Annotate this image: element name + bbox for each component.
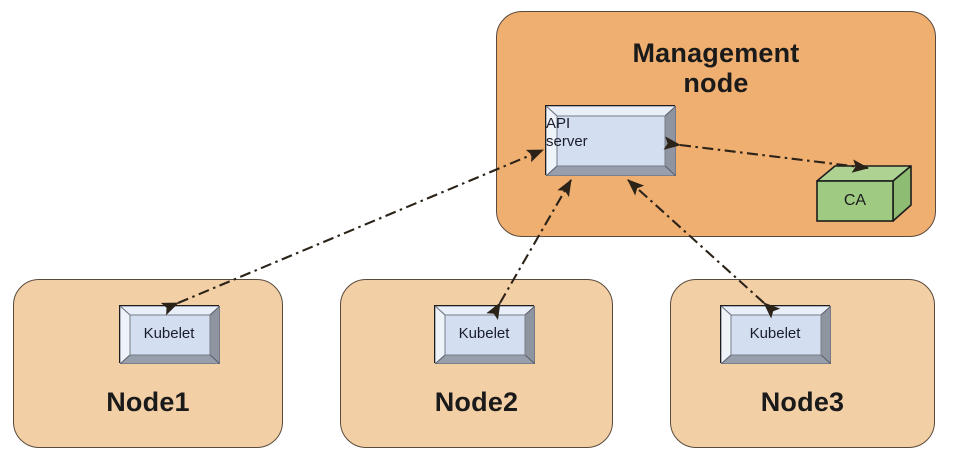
api-server-box[interactable]: API server — [545, 105, 676, 176]
kubelet-box-1[interactable]: Kubelet — [119, 305, 220, 364]
kubelet-label-2: Kubelet — [458, 325, 510, 343]
management-node-title: Management node — [497, 38, 935, 98]
node-label-1: Node1 — [106, 386, 190, 417]
node-label-2: Node2 — [434, 386, 519, 417]
ca-label: CA — [843, 192, 867, 209]
api-server-label-line1: API — [546, 115, 571, 132]
kubelet-label-1: Kubelet — [143, 325, 195, 343]
kubelet-box-3[interactable]: Kubelet — [720, 305, 831, 364]
api-server-label-line2: server — [546, 132, 588, 150]
kubelet-box-2[interactable]: Kubelet — [434, 305, 535, 364]
management-title-line2: node — [683, 68, 749, 99]
management-title-line1: Management — [632, 38, 800, 68]
node-label-3: Node3 — [760, 386, 845, 417]
ca-box[interactable]: CA — [814, 163, 914, 225]
kubelet-label-3: Kubelet — [749, 325, 801, 343]
api-server-label: API server — [546, 115, 674, 150]
